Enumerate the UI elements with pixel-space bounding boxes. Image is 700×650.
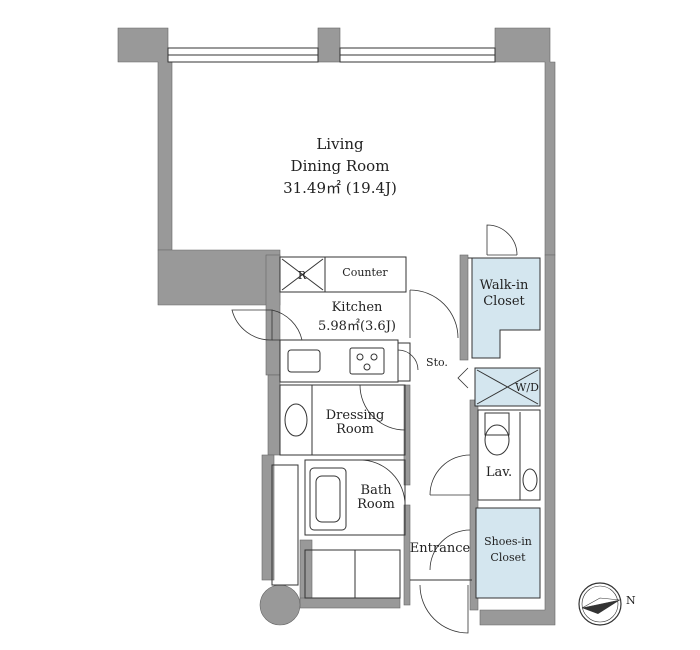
living-label-line2: Dining Room [291,157,390,175]
compass [578,582,622,626]
entrance-label: Entrance [410,541,471,556]
living-label-line1: Living [316,135,364,153]
walkin-label-line2: Closet [483,294,525,309]
compass-north-label: N [626,594,636,607]
living-area-label: 31.49㎡ (19.4J) [283,179,397,197]
kitchen-label-line1: Kitchen [332,300,383,315]
walls [117,27,556,626]
door-swings [231,224,518,634]
shoes-label-line2: Closet [490,551,526,564]
lavatory-label: Lav. [486,465,512,480]
walkin-label-line1: Walk-in [480,278,529,293]
fridge-label: R [298,269,307,282]
room-labels: Living Dining Room 31.49㎡ (19.4J) R Coun… [283,135,539,564]
storage-label: Sto. [426,356,448,369]
washer-label: W/D [515,381,539,394]
kitchen-area-label: 5.98㎡(3.6J) [318,319,396,334]
closets [468,257,541,599]
interior-lines [271,256,541,599]
dressing-label-line2: Room [336,422,374,437]
bath-label-line2: Room [357,497,395,512]
shoes-label-line1: Shoes-in [484,535,532,548]
counter-label: Counter [342,266,388,279]
dressing-label-line1: Dressing [326,408,385,423]
window-frame [167,47,496,63]
bath-label-line1: Bath [361,483,393,498]
column-pier [259,584,301,626]
